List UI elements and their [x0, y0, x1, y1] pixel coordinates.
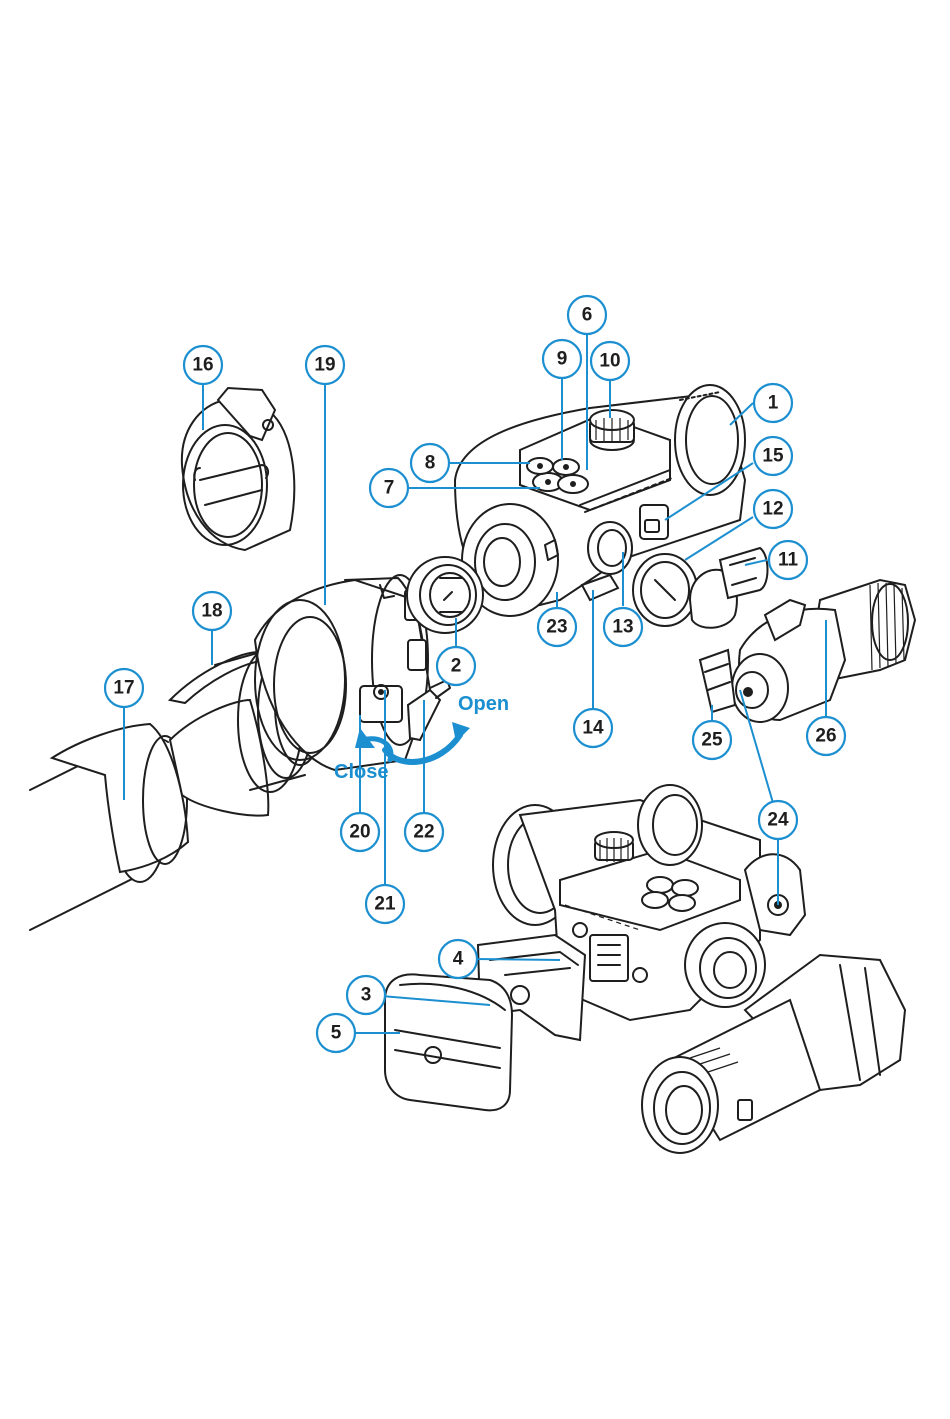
eyepiece-ring [407, 557, 483, 633]
callout-16: 16 [184, 346, 222, 384]
callout-12: 12 [754, 490, 792, 528]
callout-14: 14 [574, 709, 612, 747]
callout-13: 13 [604, 608, 642, 646]
svg-text:19: 19 [314, 355, 335, 376]
callout-21: 21 [366, 885, 404, 923]
svg-text:23: 23 [546, 617, 567, 638]
callout-9: 9 [543, 340, 581, 378]
svg-text:1: 1 [768, 393, 779, 414]
callout-25: 25 [693, 721, 731, 759]
riflescope-tube [30, 724, 188, 930]
svg-text:17: 17 [113, 678, 134, 699]
svg-text:13: 13 [612, 617, 633, 638]
svg-text:2: 2 [451, 656, 462, 677]
callout-19: 19 [306, 346, 344, 384]
svg-text:25: 25 [701, 730, 723, 751]
cap-ring [633, 554, 697, 626]
svg-text:15: 15 [762, 446, 784, 467]
svg-text:24: 24 [767, 810, 789, 831]
battery-pack [385, 935, 585, 1110]
callout-20: 20 [341, 813, 379, 851]
svg-text:14: 14 [582, 718, 604, 739]
callout-7: 7 [370, 469, 408, 507]
callout-10: 10 [591, 342, 629, 380]
callout-17: 17 [105, 669, 143, 707]
seal-cover [690, 548, 768, 628]
svg-text:3: 3 [361, 985, 372, 1006]
svg-text:16: 16 [192, 355, 213, 376]
svg-text:12: 12 [762, 499, 783, 520]
svg-text:21: 21 [374, 894, 396, 915]
svg-text:20: 20 [349, 822, 370, 843]
callout-4: 4 [439, 940, 477, 978]
svg-text:18: 18 [201, 601, 222, 622]
open-label: Open [458, 693, 509, 715]
callout-18: 18 [193, 592, 231, 630]
callout-1: 1 [754, 384, 792, 422]
svg-text:11: 11 [778, 550, 799, 571]
svg-text:26: 26 [815, 726, 836, 747]
callout-5: 5 [317, 1014, 355, 1052]
callout-22: 22 [405, 813, 443, 851]
svg-text:4: 4 [453, 949, 464, 970]
callout-15: 15 [754, 437, 792, 475]
close-label: Close [334, 761, 388, 783]
svg-text:9: 9 [557, 349, 568, 370]
svg-text:10: 10 [599, 351, 620, 372]
svg-text:8: 8 [425, 453, 436, 474]
svg-text:7: 7 [384, 478, 395, 499]
svg-text:6: 6 [582, 305, 593, 326]
lens-cap [182, 388, 294, 550]
svg-text:5: 5 [331, 1023, 342, 1044]
svg-text:22: 22 [413, 822, 434, 843]
callout-8: 8 [411, 444, 449, 482]
callout-11: 11 [769, 541, 807, 579]
callout-23: 23 [538, 608, 576, 646]
callout-24: 24 [759, 801, 797, 839]
callout-6: 6 [568, 296, 606, 334]
callout-2: 2 [437, 647, 475, 685]
callout-3: 3 [347, 976, 385, 1014]
callout-26: 26 [807, 717, 845, 755]
